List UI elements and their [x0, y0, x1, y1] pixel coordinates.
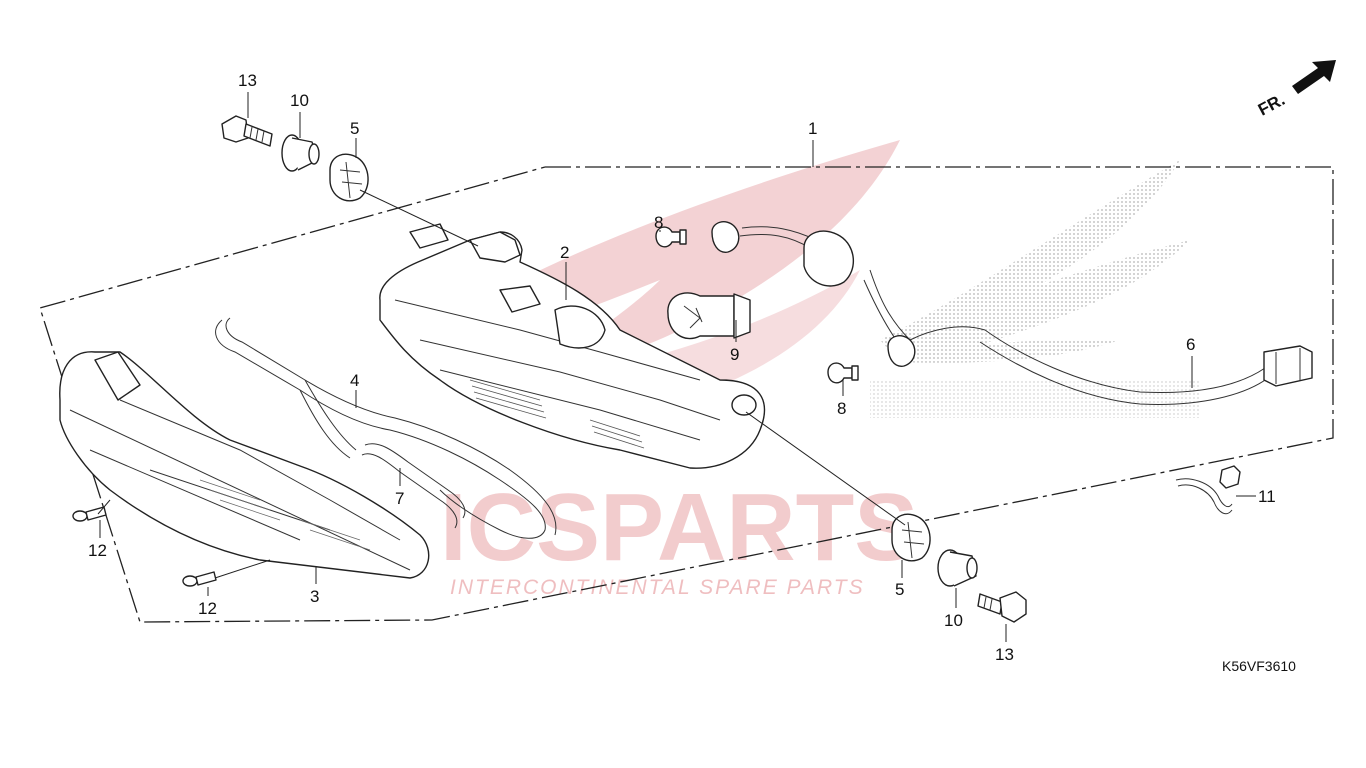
fr-arrow-icon: FR. [1255, 60, 1336, 120]
callout-10-bottom: 10 [944, 611, 963, 630]
callout-12-lower: 12 [198, 599, 217, 618]
harness-6 [711, 221, 1313, 405]
lamp-housing-2 [379, 223, 765, 469]
leader-lines [97, 92, 1256, 642]
callouts: 13 10 5 1 8 2 9 6 8 4 7 12 12 3 11 5 10 … [88, 71, 1276, 664]
callout-1: 1 [808, 119, 817, 138]
callout-8-right: 8 [837, 399, 846, 418]
bulb-9 [667, 292, 751, 340]
grommet-5-bottom [891, 513, 931, 562]
callout-5-top: 5 [350, 119, 359, 138]
callout-13-bottom: 13 [995, 645, 1014, 664]
callout-10-top: 10 [290, 91, 309, 110]
watermark-brand: ICSPARTS [440, 474, 918, 581]
callout-7: 7 [395, 489, 404, 508]
callout-5-bottom: 5 [895, 580, 904, 599]
band-11 [1175, 465, 1241, 515]
callout-4: 4 [350, 371, 359, 390]
bolt-13-bottom [977, 591, 1027, 623]
screw-12-upper [72, 506, 107, 522]
watermark-tagline: INTERCONTINENTAL SPARE PARTS [450, 576, 865, 599]
callout-6: 6 [1186, 335, 1195, 354]
direction-label: FR. [1255, 90, 1288, 120]
callout-2: 2 [560, 243, 569, 262]
honda-wing-logo [870, 160, 1200, 418]
callout-9: 9 [730, 345, 739, 364]
diagram-code: K56VF3610 [1222, 658, 1296, 674]
callout-11: 11 [1258, 487, 1276, 506]
screw-12-lower [182, 571, 217, 587]
gasket-4 [215, 317, 557, 539]
callout-13-top: 13 [238, 71, 257, 90]
bolt-13-top [221, 115, 273, 147]
collar-10-top [281, 134, 320, 172]
watermark: ICSPARTS INTERCONTINENTAL SPARE PARTS [440, 140, 1200, 599]
lens-3 [59, 351, 430, 579]
collar-10-bottom [937, 549, 978, 587]
bulb-8-right [827, 362, 859, 384]
grommet-5-top [329, 153, 369, 202]
seal-7 [361, 443, 466, 529]
callout-3: 3 [310, 587, 319, 606]
callout-12-upper: 12 [88, 541, 107, 560]
bulb-8-top [655, 226, 687, 248]
callout-8-top: 8 [654, 213, 663, 232]
assembly-frame [39, 166, 1334, 623]
